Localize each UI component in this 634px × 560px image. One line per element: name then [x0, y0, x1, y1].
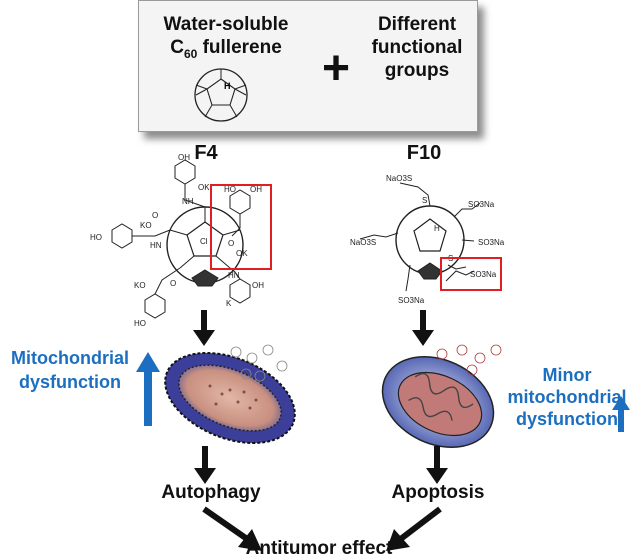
f10-label-4: NaO3S — [350, 238, 376, 247]
top-box: Water-soluble C60 fullerene H + Differen… — [138, 0, 478, 132]
minor-mito-dysfunction-label: Minor mitochondrial dysfunction — [507, 365, 627, 429]
minor-mito-up-arrow — [612, 396, 630, 432]
fullerene-structure: H — [194, 68, 248, 122]
arrow-autophagy-to-final — [202, 506, 262, 551]
f10-structure: NaO3S SO3Na S NaO3S H SO3Na SO3Na S — [350, 174, 505, 305]
f4-label-ho2: HO — [134, 319, 146, 328]
arrow-f10-down-2 — [426, 446, 448, 484]
mitochondrion-damaged-icon — [164, 344, 296, 444]
f4-label-o2: O — [170, 279, 176, 288]
f4-label-k: K — [226, 299, 232, 308]
f10-label-7: SO3Na — [398, 296, 425, 305]
f4-label-ko: KO — [140, 221, 152, 230]
svg-text:H: H — [224, 81, 231, 91]
mitochondrion-normal-icon — [381, 344, 502, 449]
svg-text:SO3Na: SO3Na — [470, 270, 497, 279]
fullerene-label: Water-soluble C60 fullerene — [163, 14, 289, 61]
f4-label-hn2: HN — [228, 271, 240, 280]
mito-dysfunction-label: Mitochondrial dysfunction — [11, 348, 129, 392]
autophagy-label: Autophagy — [161, 482, 261, 503]
arrow-f4-down-2 — [194, 446, 216, 484]
apoptosis-label: Apoptosis — [391, 482, 485, 503]
svg-text:OK: OK — [236, 249, 248, 258]
f10-label-2: SO3Na — [468, 200, 495, 209]
f10-label-3: S — [422, 196, 427, 205]
f4-label-o: O — [152, 211, 158, 220]
f10-label-6: SO3Na — [478, 238, 505, 247]
f4-label-hn: HN — [150, 241, 162, 250]
f4-label-ho: HO — [90, 233, 102, 242]
f4-label-ok: OK — [198, 183, 210, 192]
antitumor-effect-label: Antitumor effect — [245, 538, 393, 559]
f10-label-1: NaO3S — [386, 174, 412, 183]
f4-label-oh: OH — [178, 153, 190, 162]
arrow-apoptosis-to-final — [386, 506, 442, 551]
svg-text:HO: HO — [224, 185, 236, 194]
svg-text:O: O — [228, 239, 234, 248]
f4-structure: KO O NH OK HO OH Cl HN O K KO HN OH HO — [90, 153, 264, 328]
f4-label-nh: NH — [182, 197, 194, 206]
f4-label-ko2: KO — [134, 281, 146, 290]
f4-label-oh2: OH — [252, 281, 264, 290]
f4-title: F4 — [194, 142, 218, 164]
arrow-f10-down-1 — [412, 310, 434, 346]
f10-title: F10 — [406, 142, 442, 164]
f4-label-cl: Cl — [200, 237, 208, 246]
mito-up-arrow — [136, 352, 160, 426]
fullerene-label-line1: Water-soluble — [163, 14, 289, 35]
plus-sign: + — [321, 42, 351, 95]
f10-highlight-box: SO3Na — [440, 257, 502, 291]
arrow-f4-down-1 — [193, 310, 215, 346]
functional-groups-label: Different functional groups — [371, 14, 463, 81]
svg-text:OH: OH — [250, 185, 262, 194]
f4-highlight-box: HO OH OOK — [210, 184, 272, 270]
f10-label-5: H — [434, 224, 440, 233]
